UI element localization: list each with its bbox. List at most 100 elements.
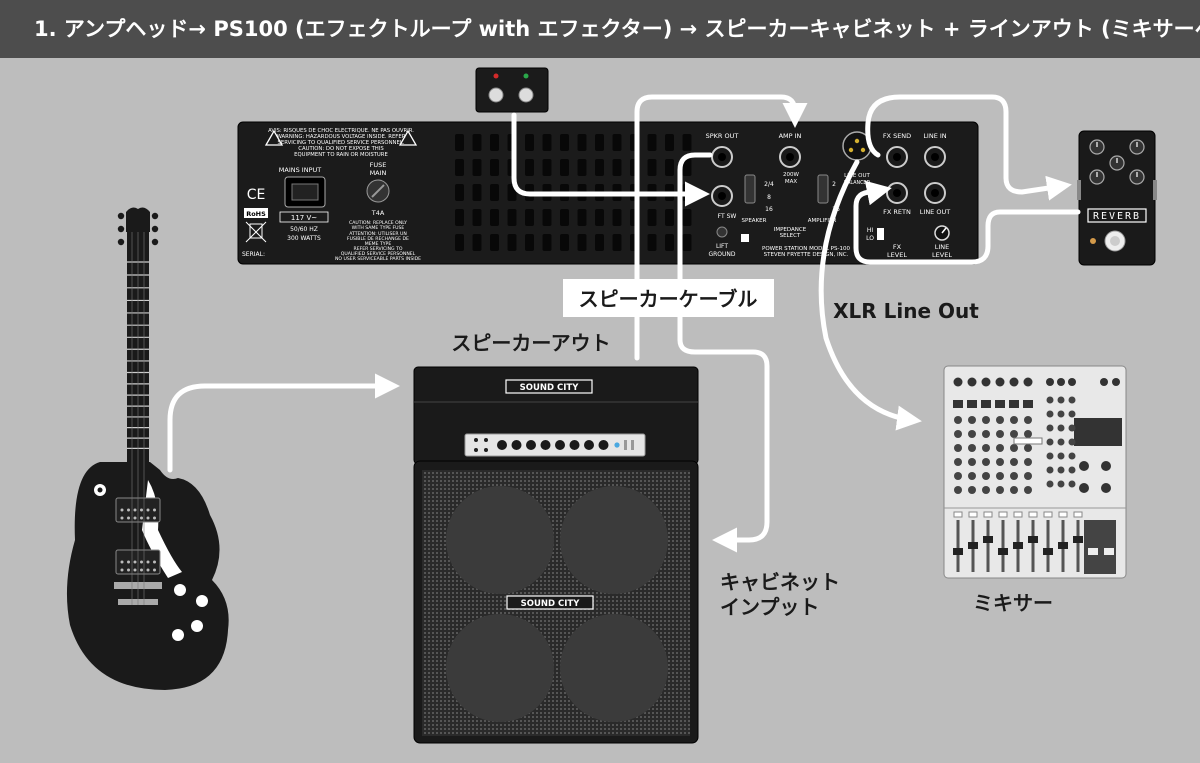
mixer-knob[interactable] [1057,424,1065,432]
mixer-button[interactable] [967,400,977,408]
mixer-xlr-input[interactable] [1009,377,1019,387]
mixer-knob[interactable] [954,444,962,452]
mixer-knob[interactable] [1010,416,1018,424]
mixer-knob[interactable] [1057,466,1065,474]
mixer-knob[interactable] [982,444,990,452]
mixer-button[interactable] [953,400,963,408]
mixer-button[interactable] [1009,400,1019,408]
mixer-knob[interactable] [982,430,990,438]
mixer-knob[interactable] [1101,461,1111,471]
mixer-knob[interactable] [996,486,1004,494]
mixer-knob[interactable] [996,458,1004,466]
mixer-knob[interactable] [1068,410,1076,418]
fader-cap[interactable] [1043,548,1053,555]
mixer-input[interactable] [1046,378,1054,386]
mixer-knob[interactable] [1024,472,1032,480]
mute-button[interactable] [983,511,993,518]
amp-knob[interactable] [497,440,507,450]
mixer-xlr-input[interactable] [981,377,991,387]
mute-button[interactable] [998,511,1008,518]
fader-cap[interactable] [1073,536,1083,543]
mixer-knob[interactable] [954,458,962,466]
amp-input-jack[interactable] [484,438,488,442]
mixer-knob[interactable] [996,472,1004,480]
mixer-knob[interactable] [982,472,990,480]
amp-knob[interactable] [569,440,580,450]
mixer-xlr-input[interactable] [1023,377,1033,387]
mixer-knob[interactable] [1068,438,1076,446]
tone-knob-2[interactable] [191,620,203,632]
mixer-knob[interactable] [1079,461,1089,471]
volume-knob-2[interactable] [172,629,184,641]
mixer-knob[interactable] [1024,458,1032,466]
fader-cap[interactable] [1028,536,1038,543]
mixer-knob[interactable] [1079,483,1089,493]
mixer-knob[interactable] [968,458,976,466]
mixer-knob[interactable] [968,486,976,494]
fader-cap[interactable] [968,542,978,549]
mixer-knob[interactable] [996,416,1004,424]
mixer-input[interactable] [1100,378,1108,386]
mixer-knob[interactable] [1057,410,1065,418]
mixer-knob[interactable] [1010,444,1018,452]
mixer-knob[interactable] [1046,424,1054,432]
mixer-knob[interactable] [1046,410,1054,418]
mixer-knob[interactable] [968,430,976,438]
footswitch-button-1[interactable] [488,87,504,103]
mixer-button[interactable] [981,400,991,408]
mixer-knob[interactable] [1024,430,1032,438]
mixer-knob[interactable] [1024,486,1032,494]
hi-lo-switch[interactable] [877,228,884,240]
amp-input-jack[interactable] [474,438,478,442]
mixer-knob[interactable] [954,416,962,424]
speaker-impedance-switch[interactable] [744,174,756,204]
mixer-knob[interactable] [954,486,962,494]
mixer-knob[interactable] [954,430,962,438]
amp-knob[interactable] [511,440,522,450]
mixer-knob[interactable] [1024,416,1032,424]
amp-input-jack[interactable] [484,448,488,452]
amp-knob[interactable] [598,440,609,450]
mixer-knob[interactable] [954,472,962,480]
amp-knob[interactable] [584,440,594,450]
mixer-xlr-input[interactable] [953,377,963,387]
main-fader-cap[interactable] [1088,548,1098,555]
main-fader-cap[interactable] [1104,548,1114,555]
mixer-xlr-input[interactable] [995,377,1005,387]
fader-cap[interactable] [953,548,963,555]
mixer-knob[interactable] [968,472,976,480]
mixer-knob[interactable] [1057,480,1065,488]
mixer-knob[interactable] [1068,396,1076,404]
tone-knob-1[interactable] [196,595,208,607]
mixer-knob[interactable] [1057,438,1065,446]
mixer-input[interactable] [1068,378,1076,386]
mixer-knob[interactable] [1057,452,1065,460]
mixer-knob[interactable] [1068,424,1076,432]
mixer-knob[interactable] [1010,430,1018,438]
mixer-knob[interactable] [1068,452,1076,460]
mixer-knob[interactable] [968,416,976,424]
fader-cap[interactable] [1013,542,1023,549]
amplifier-impedance-switch[interactable] [817,174,829,204]
amp-knob[interactable] [540,440,551,450]
amp-input-jack[interactable] [474,448,478,452]
volume-knob-1[interactable] [174,584,186,596]
mixer-knob[interactable] [1046,466,1054,474]
mixer-knob[interactable] [982,486,990,494]
mixer-input[interactable] [1112,378,1120,386]
mixer-knob[interactable] [1046,396,1054,404]
mixer-xlr-input[interactable] [967,377,977,387]
mixer-knob[interactable] [982,416,990,424]
mixer-knob[interactable] [1068,480,1076,488]
mixer-knob[interactable] [996,444,1004,452]
footswitch-button-2[interactable] [518,87,534,103]
mute-button[interactable] [1028,511,1038,518]
mixer-knob[interactable] [1010,486,1018,494]
mixer-button[interactable] [1023,400,1033,408]
fader-cap[interactable] [1058,542,1068,549]
mixer-knob[interactable] [996,430,1004,438]
mixer-knob[interactable] [982,458,990,466]
mixer-knob[interactable] [1010,458,1018,466]
ground-lift-switch[interactable] [716,226,728,238]
mute-button[interactable] [953,511,963,518]
